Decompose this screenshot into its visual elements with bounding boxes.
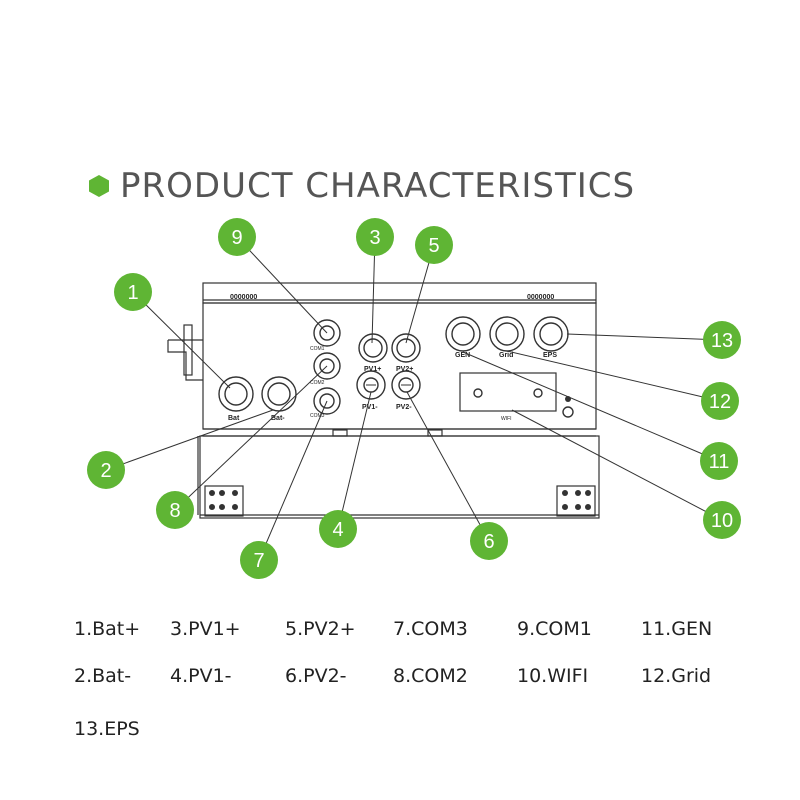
svg-text:11: 11 xyxy=(709,451,730,473)
title-text: PRODUCT CHARACTERISTICS xyxy=(120,166,636,206)
svg-text:5: 5 xyxy=(428,235,439,257)
legend-item: 2.Bat- xyxy=(74,665,132,687)
svg-text:12: 12 xyxy=(709,391,731,413)
callout-3: 3 xyxy=(356,218,394,256)
com3-label: COM3 xyxy=(310,413,325,419)
pv1-plus-label: PV1+ xyxy=(364,366,381,373)
callout-12: 12 xyxy=(701,382,739,420)
svg-text:4: 4 xyxy=(332,519,343,541)
pv1-minus-label: PV1- xyxy=(362,404,378,411)
legend-item: 1.Bat+ xyxy=(74,618,141,640)
com2-label: COM2 xyxy=(310,380,325,386)
svg-text:1: 1 xyxy=(127,282,138,304)
svg-text:7: 7 xyxy=(253,550,264,572)
legend-item: 12.Grid xyxy=(641,665,712,687)
callout-5: 5 xyxy=(415,226,453,264)
section-title: PRODUCT CHARACTERISTICS xyxy=(88,166,635,206)
svg-text:13: 13 xyxy=(711,330,733,352)
vent-left: 0000000 xyxy=(230,294,257,301)
wifi-label: WIFI xyxy=(501,416,512,422)
callout-1: 1 xyxy=(114,273,152,311)
legend-item: 10.WIFI xyxy=(517,665,589,687)
callout-7: 7 xyxy=(240,541,278,579)
svg-text:9: 9 xyxy=(231,227,242,249)
leader-lines xyxy=(105,236,723,561)
callout-2: 2 xyxy=(87,451,125,489)
legend-item: 6.PV2- xyxy=(285,665,347,687)
gen-label: GEN xyxy=(455,352,470,359)
callout-10: 10 xyxy=(703,501,741,539)
legend-item: 7.COM3 xyxy=(393,618,468,640)
pv2-plus-label: PV2+ xyxy=(396,366,413,373)
vent-right: 0000000 xyxy=(527,294,554,301)
callout-4: 4 xyxy=(319,510,357,548)
hexagon-icon xyxy=(89,175,109,197)
legend-item: 4.PV1- xyxy=(170,665,232,687)
svg-text:2: 2 xyxy=(100,460,111,482)
grid-label: Grid xyxy=(499,352,513,359)
callout-13: 13 xyxy=(703,321,741,359)
callout-11: 11 xyxy=(700,442,738,480)
svg-text:8: 8 xyxy=(169,500,180,522)
svg-text:3: 3 xyxy=(369,227,380,249)
inverter-body xyxy=(167,282,600,519)
callout-9: 9 xyxy=(218,218,256,256)
legend-item: 13.EPS xyxy=(74,718,140,740)
legend-item: 9.COM1 xyxy=(517,618,592,640)
svg-text:6: 6 xyxy=(483,531,494,553)
legend-item: 3.PV1+ xyxy=(170,618,241,640)
bat-plus-label: Bat xyxy=(228,415,240,422)
bat-minus-label: Bat- xyxy=(271,415,285,422)
svg-text:10: 10 xyxy=(711,510,733,532)
callout-6: 6 xyxy=(470,522,508,560)
pv2-minus-label: PV2- xyxy=(396,404,412,411)
com1-label: COM1 xyxy=(310,346,325,352)
callouts: 1 2 3 4 5 6 7 8 9 10 11 12 13 xyxy=(87,218,741,579)
eps-label: EPS xyxy=(543,352,557,359)
legend-item: 5.PV2+ xyxy=(285,618,356,640)
legend-item: 11.GEN xyxy=(641,618,713,640)
legend-item: 8.COM2 xyxy=(393,665,468,687)
callout-8: 8 xyxy=(156,491,194,529)
